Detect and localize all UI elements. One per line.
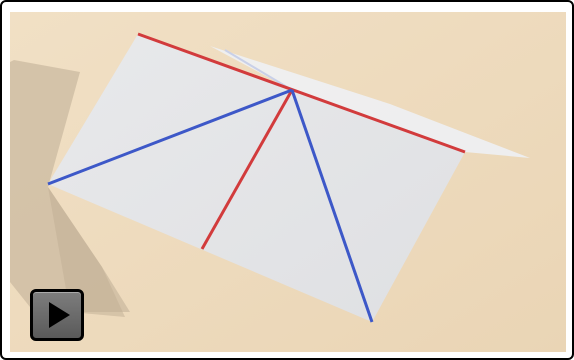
play-button[interactable]: [30, 289, 84, 341]
video-frame-image: [10, 12, 566, 352]
folded-paper-scene: [10, 12, 566, 352]
play-icon: [49, 302, 70, 328]
